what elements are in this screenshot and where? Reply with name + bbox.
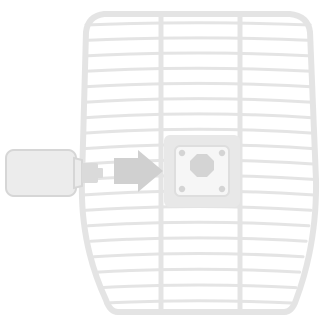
grid-horizontal-wire [84,36,312,42]
grid-horizontal-wire [83,97,314,104]
mount-screw-hole [178,149,186,157]
arrow-right-icon [114,150,163,192]
grid-horizontal-wire [83,81,313,89]
grid-horizontal-wire [99,283,298,290]
radio-connector-pin [97,168,103,178]
mount-screw-hole [218,149,226,157]
mount-screw-hole [218,185,226,193]
mount-center-octagon [190,154,214,177]
grid-horizontal-wire [84,51,313,58]
radio-module-icon [5,149,103,197]
grid-horizontal-wire [83,112,314,120]
grid-horizontal-wire [83,66,313,73]
feed-mount-icon [164,135,240,207]
grid-horizontal-wire [104,299,294,305]
radio-connector [82,163,98,183]
grid-horizontal-wire [84,21,312,27]
grid-horizontal-wire [86,220,311,228]
grid-horizontal-wire [96,267,302,274]
mount-screw-hole [178,185,186,193]
grid-horizontal-wire [92,252,305,259]
radio-body [5,149,77,197]
radio-neck [73,156,83,190]
grid-horizontal-wire [82,127,314,135]
grid-horizontal-wire [89,236,308,243]
grid-horizontal-wire [84,205,313,212]
